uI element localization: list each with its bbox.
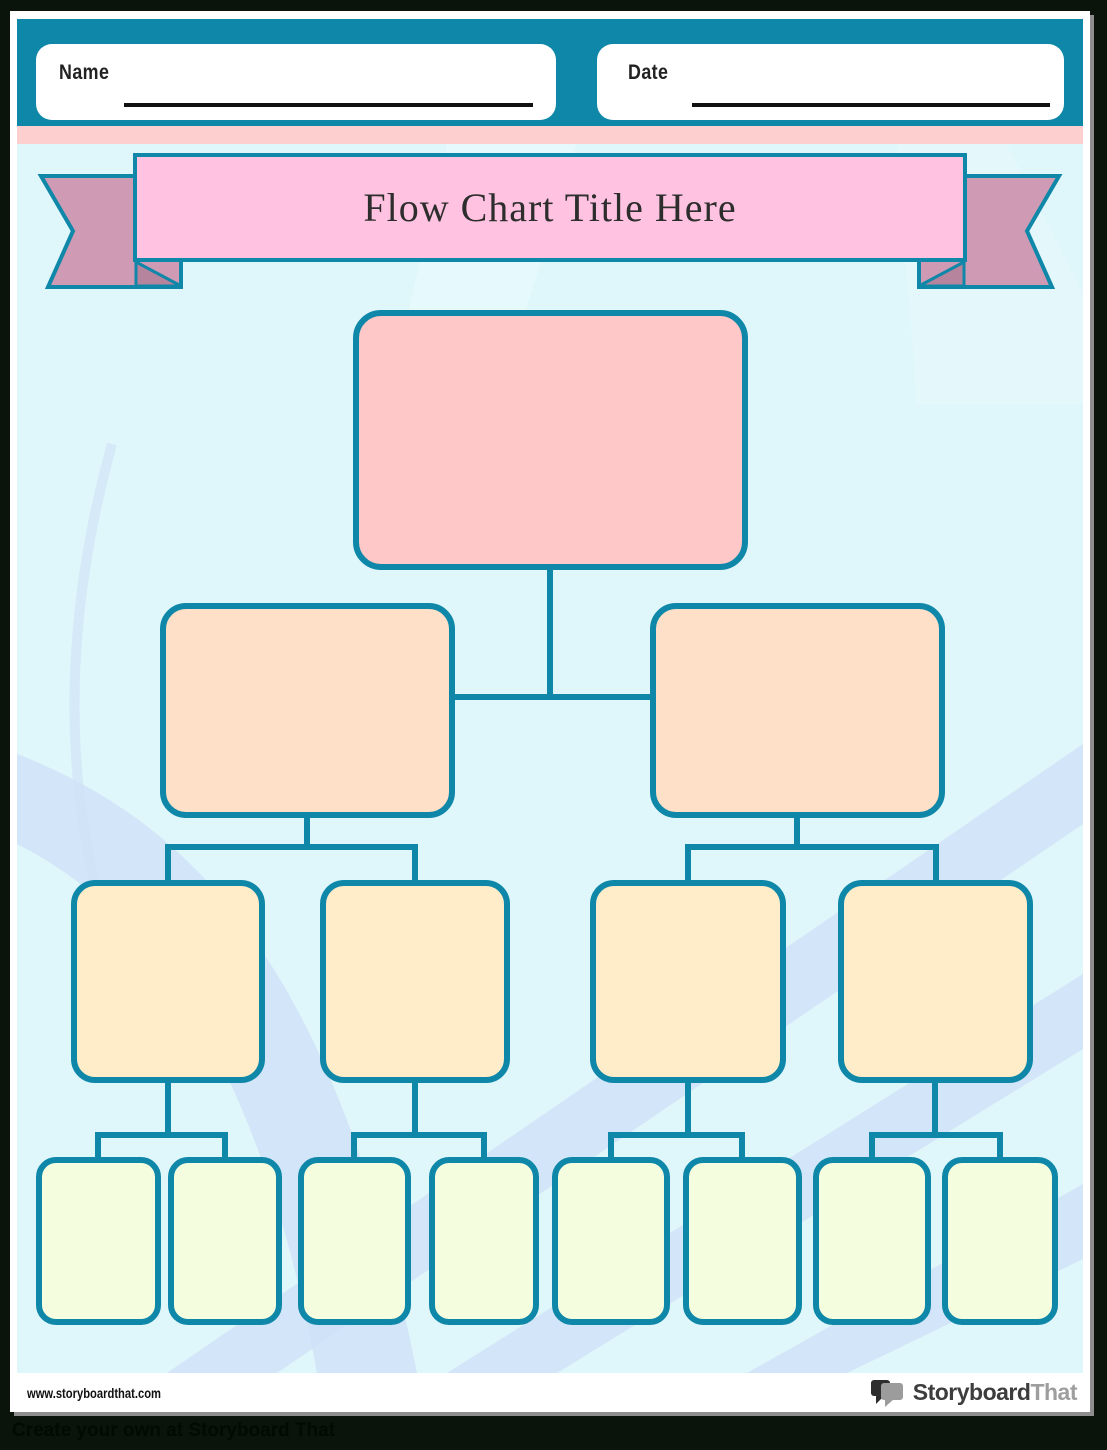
flowchart-canvas: Flow Chart Title Here bbox=[17, 144, 1083, 1373]
flow-node-level3-2[interactable] bbox=[320, 880, 510, 1083]
flow-node-level3-3[interactable] bbox=[590, 880, 786, 1083]
connector bbox=[547, 564, 553, 700]
flow-node-level4-3[interactable] bbox=[298, 1157, 411, 1325]
flow-node-level2-1[interactable] bbox=[160, 603, 455, 818]
banner-title-text: Flow Chart Title Here bbox=[363, 185, 737, 230]
connector bbox=[933, 844, 939, 886]
date-label: Date bbox=[628, 61, 669, 84]
flow-node-level3-4[interactable] bbox=[838, 880, 1033, 1083]
connector bbox=[351, 1132, 487, 1138]
storyboardthat-logo: StoryboardThat bbox=[870, 1376, 1077, 1410]
connector bbox=[739, 1132, 745, 1163]
website-url: www.storyboardthat.com bbox=[27, 1384, 162, 1401]
connector bbox=[165, 1079, 171, 1135]
name-input-line[interactable] bbox=[124, 103, 533, 107]
connector bbox=[932, 1079, 938, 1135]
header-bar: Name Date bbox=[17, 19, 1083, 126]
connector bbox=[222, 1132, 228, 1163]
flow-node-level4-6[interactable] bbox=[683, 1157, 802, 1325]
flow-node-level2-2[interactable] bbox=[650, 603, 945, 818]
connector bbox=[95, 1132, 228, 1138]
flow-node-level1[interactable] bbox=[353, 310, 748, 570]
connector bbox=[685, 844, 939, 850]
ribbon-fold-right bbox=[918, 259, 966, 288]
pink-divider bbox=[17, 126, 1083, 144]
flow-node-level4-4[interactable] bbox=[429, 1157, 539, 1325]
connector bbox=[455, 694, 650, 700]
logo-wordmark: StoryboardThat bbox=[912, 1379, 1078, 1405]
title-banner[interactable]: Flow Chart Title Here bbox=[133, 153, 967, 262]
footer: www.storyboardthat.com StoryboardThat bbox=[17, 1373, 1083, 1412]
connector bbox=[95, 1132, 101, 1163]
connector bbox=[165, 844, 171, 886]
connector bbox=[685, 1079, 691, 1135]
ribbon-fold-left bbox=[134, 259, 182, 288]
connector bbox=[412, 844, 418, 886]
worksheet-page: Name Date Flow Chart Title Here bbox=[10, 11, 1090, 1412]
flow-node-level4-8[interactable] bbox=[942, 1157, 1058, 1325]
connector bbox=[165, 844, 418, 850]
flow-node-level4-2[interactable] bbox=[168, 1157, 282, 1325]
flow-node-level4-7[interactable] bbox=[813, 1157, 931, 1325]
connector bbox=[869, 1132, 875, 1163]
connector bbox=[608, 1132, 745, 1138]
connector bbox=[304, 814, 310, 850]
connector bbox=[351, 1132, 357, 1163]
speech-bubbles-icon bbox=[870, 1379, 903, 1407]
connector bbox=[481, 1132, 487, 1163]
flow-node-level3-1[interactable] bbox=[71, 880, 265, 1083]
date-field-box: Date bbox=[597, 44, 1064, 120]
name-label: Name bbox=[59, 61, 110, 84]
flow-node-level4-5[interactable] bbox=[552, 1157, 670, 1325]
connector bbox=[685, 844, 691, 886]
flow-node-level4-1[interactable] bbox=[36, 1157, 161, 1325]
connector bbox=[608, 1132, 614, 1163]
connector bbox=[997, 1132, 1003, 1163]
date-input-line[interactable] bbox=[692, 103, 1050, 107]
connector bbox=[794, 814, 800, 850]
connector bbox=[869, 1132, 1003, 1138]
name-field-box: Name bbox=[36, 44, 556, 120]
connector bbox=[412, 1079, 418, 1135]
tagline: Create your own at Storyboard That bbox=[12, 1420, 336, 1441]
